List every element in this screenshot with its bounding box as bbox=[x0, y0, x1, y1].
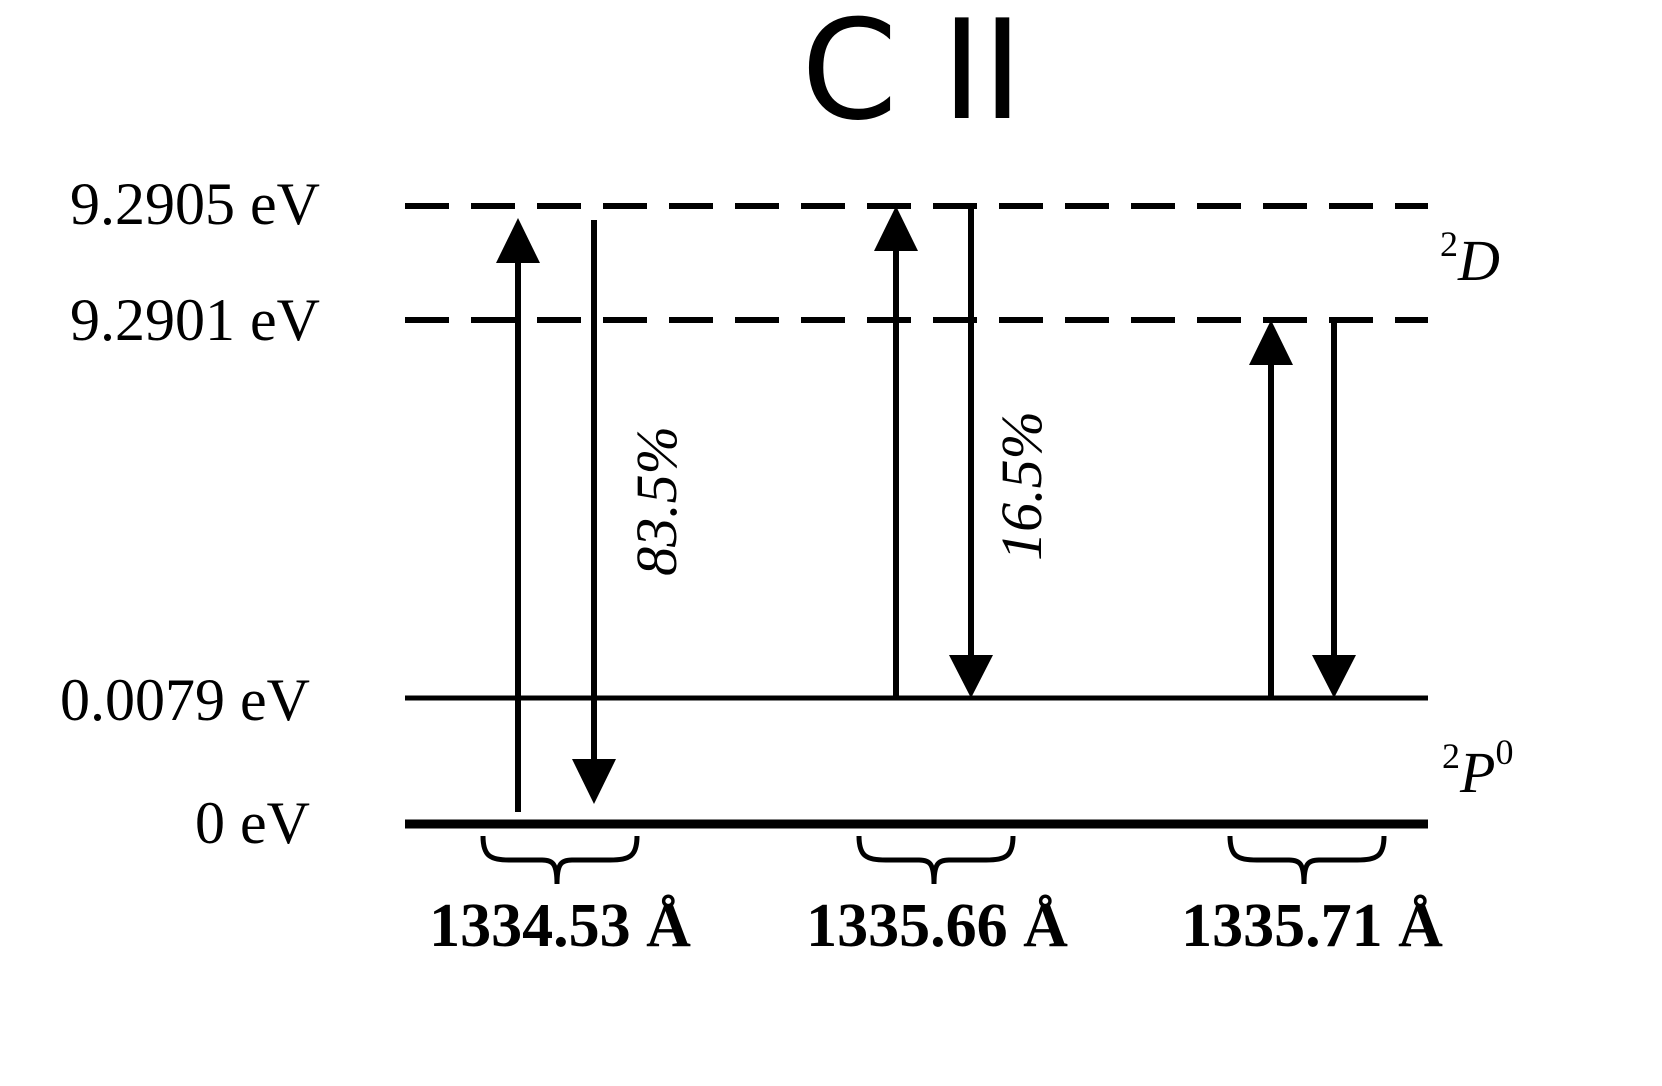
arrow-up-icon bbox=[496, 218, 540, 263]
brace-icon bbox=[856, 835, 1016, 885]
transition-1334-53 bbox=[496, 218, 616, 812]
level-label-ground: 0 eV bbox=[195, 790, 310, 856]
brace-icon bbox=[480, 835, 640, 885]
wavelength-label-3: 1335.71 Å bbox=[1181, 892, 1443, 960]
wavelength-label-2: 1335.66 Å bbox=[806, 892, 1068, 960]
term-lower-symbol: P bbox=[1459, 740, 1495, 805]
transition-1335-71 bbox=[1249, 320, 1356, 698]
brace-icon bbox=[1227, 835, 1387, 885]
term-upper-superscript: 2 bbox=[1440, 224, 1458, 264]
term-upper-symbol: D bbox=[1457, 228, 1500, 293]
branching-ratio-1: 83.5% bbox=[624, 426, 689, 576]
arrow-down-icon bbox=[949, 655, 993, 698]
arrow-up-icon bbox=[1249, 320, 1293, 365]
transition-1335-66 bbox=[874, 206, 993, 698]
arrow-down-icon bbox=[1312, 655, 1356, 698]
wavelength-label-1: 1334.53 Å bbox=[429, 892, 691, 960]
term-lower: 2P0 bbox=[1442, 732, 1513, 805]
diagram-title: C II bbox=[801, 0, 1023, 151]
term-upper: 2D bbox=[1440, 224, 1500, 293]
arrow-up-icon bbox=[874, 206, 918, 251]
arrow-down-icon bbox=[572, 759, 616, 804]
level-label-9-2905: 9.2905 eV bbox=[70, 171, 320, 237]
branching-ratio-2: 16.5% bbox=[989, 411, 1054, 561]
term-lower-superscript: 2 bbox=[1442, 736, 1460, 776]
term-lower-superscript-after: 0 bbox=[1495, 732, 1513, 772]
level-label-9-2901: 9.2901 eV bbox=[70, 287, 320, 353]
level-label-0-0079: 0.0079 eV bbox=[60, 667, 310, 733]
